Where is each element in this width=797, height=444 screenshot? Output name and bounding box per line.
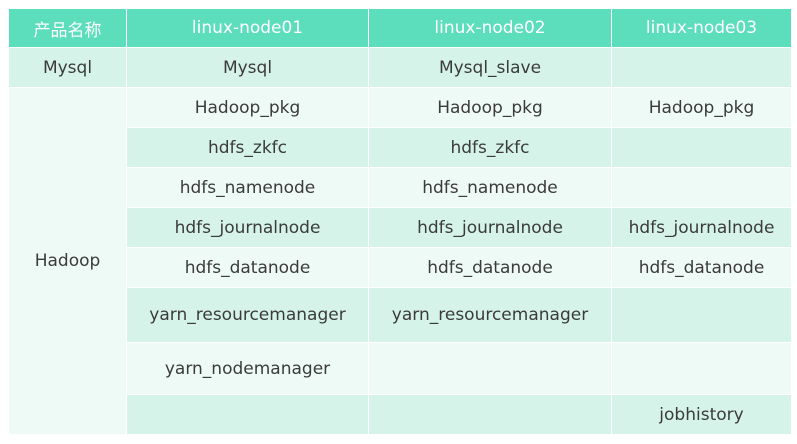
table-cell: Mysql_slave [368, 47, 612, 88]
table-cell: yarn_resourcemanager [126, 287, 369, 343]
table-row: hdfs_namenode hdfs_namenode [9, 167, 792, 208]
deployment-table-container: 产品名称 linux-node01 linux-node02 linux-nod… [8, 8, 792, 435]
table-cell [611, 47, 792, 88]
table-cell [368, 394, 612, 435]
table-cell: hdfs_zkfc [368, 127, 612, 168]
table-row: Mysql Mysql Mysql_slave [8, 47, 792, 88]
table-row: jobhistory [9, 394, 792, 435]
header-linux-node01: linux-node01 [126, 8, 369, 48]
table-cell: hdfs_datanode [611, 247, 792, 288]
table-row: hdfs_journalnode hdfs_journalnode hdfs_j… [9, 207, 792, 248]
table-cell: hdfs_datanode [368, 247, 612, 288]
table-cell: jobhistory [611, 394, 792, 435]
table-cell [611, 287, 792, 343]
table-cell: yarn_resourcemanager [368, 287, 612, 343]
table-cell [126, 394, 369, 435]
table-cell [611, 127, 792, 168]
header-linux-node03: linux-node03 [611, 8, 792, 48]
table-cell: Hadoop_pkg [126, 87, 369, 128]
table-row: hdfs_datanode hdfs_datanode hdfs_datanod… [9, 247, 792, 288]
table-cell: hdfs_journalnode [611, 207, 792, 248]
table-cell: hdfs_journalnode [126, 207, 369, 248]
table-cell: Mysql [126, 47, 369, 88]
table-cell: Hadoop_pkg [368, 87, 612, 128]
table-row: yarn_resourcemanager yarn_resourcemanage… [9, 287, 792, 343]
table-row: hdfs_zkfc hdfs_zkfc [9, 127, 792, 168]
table-cell [368, 342, 612, 395]
table-cell: hdfs_journalnode [368, 207, 612, 248]
table-row: Hadoop Hadoop_pkg Hadoop_pkg Hadoop_pkg [8, 87, 792, 435]
header-row: 产品名称 linux-node01 linux-node02 linux-nod… [8, 8, 792, 48]
table-cell: Hadoop_pkg [611, 87, 792, 128]
table-cell: hdfs_datanode [126, 247, 369, 288]
table-cell: hdfs_namenode [126, 167, 369, 208]
product-cell-hadoop: Hadoop [8, 87, 127, 435]
table-cell: yarn_nodemanager [126, 342, 369, 395]
table-cell [611, 167, 792, 208]
table-cell: hdfs_namenode [368, 167, 612, 208]
product-cell-mysql: Mysql [8, 47, 127, 88]
table-cell [611, 342, 792, 395]
header-product-name: 产品名称 [8, 8, 127, 48]
deployment-table: 产品名称 linux-node01 linux-node02 linux-nod… [8, 8, 792, 435]
table-cell: hdfs_zkfc [126, 127, 369, 168]
header-linux-node02: linux-node02 [368, 8, 612, 48]
table-row: yarn_nodemanager [9, 342, 792, 395]
